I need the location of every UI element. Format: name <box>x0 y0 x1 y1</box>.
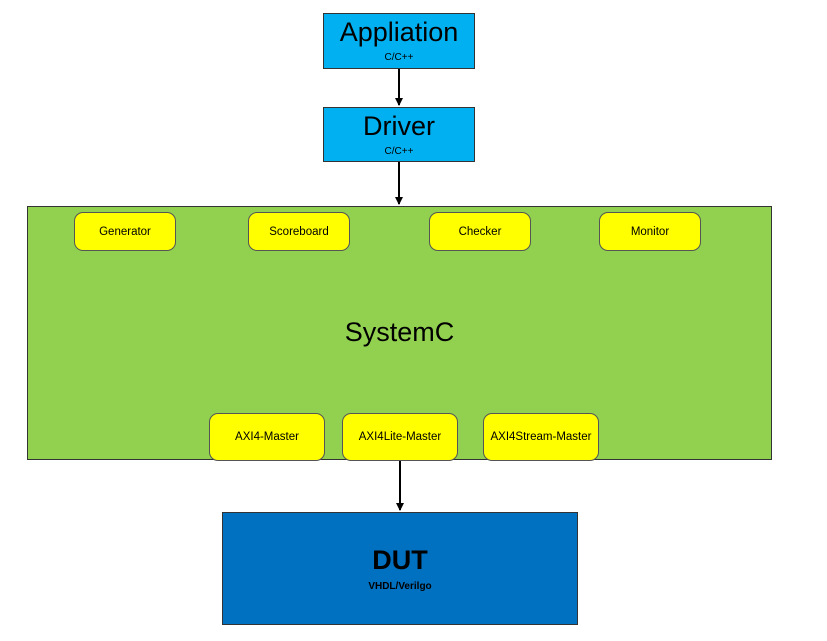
axi4-master-component: AXI4-Master <box>209 413 325 461</box>
generator-component: Generator <box>74 212 176 251</box>
axi4lite-master-component: AXI4Lite-Master <box>342 413 458 461</box>
checker-component: Checker <box>429 212 531 251</box>
monitor-component: Monitor <box>599 212 701 251</box>
dut-title: DUT <box>372 545 428 575</box>
dut-subtitle: VHDL/Verilgo <box>368 581 432 592</box>
application-title: Appliation <box>339 17 459 47</box>
systemc-box: Generator Scoreboard Checker Monitor Sys… <box>27 206 772 461</box>
systemc-title: SystemC <box>344 317 455 347</box>
driver-title: Driver <box>363 111 435 141</box>
application-box: Appliation C/C++ <box>323 13 475 69</box>
axi4stream-master-component: AXI4Stream-Master <box>483 413 599 461</box>
driver-subtitle: C/C++ <box>384 146 414 157</box>
scoreboard-component: Scoreboard <box>248 212 350 251</box>
driver-box: Driver C/C++ <box>323 107 475 162</box>
application-subtitle: C/C++ <box>384 52 414 63</box>
dut-box: DUT VHDL/Verilgo <box>222 512 578 625</box>
